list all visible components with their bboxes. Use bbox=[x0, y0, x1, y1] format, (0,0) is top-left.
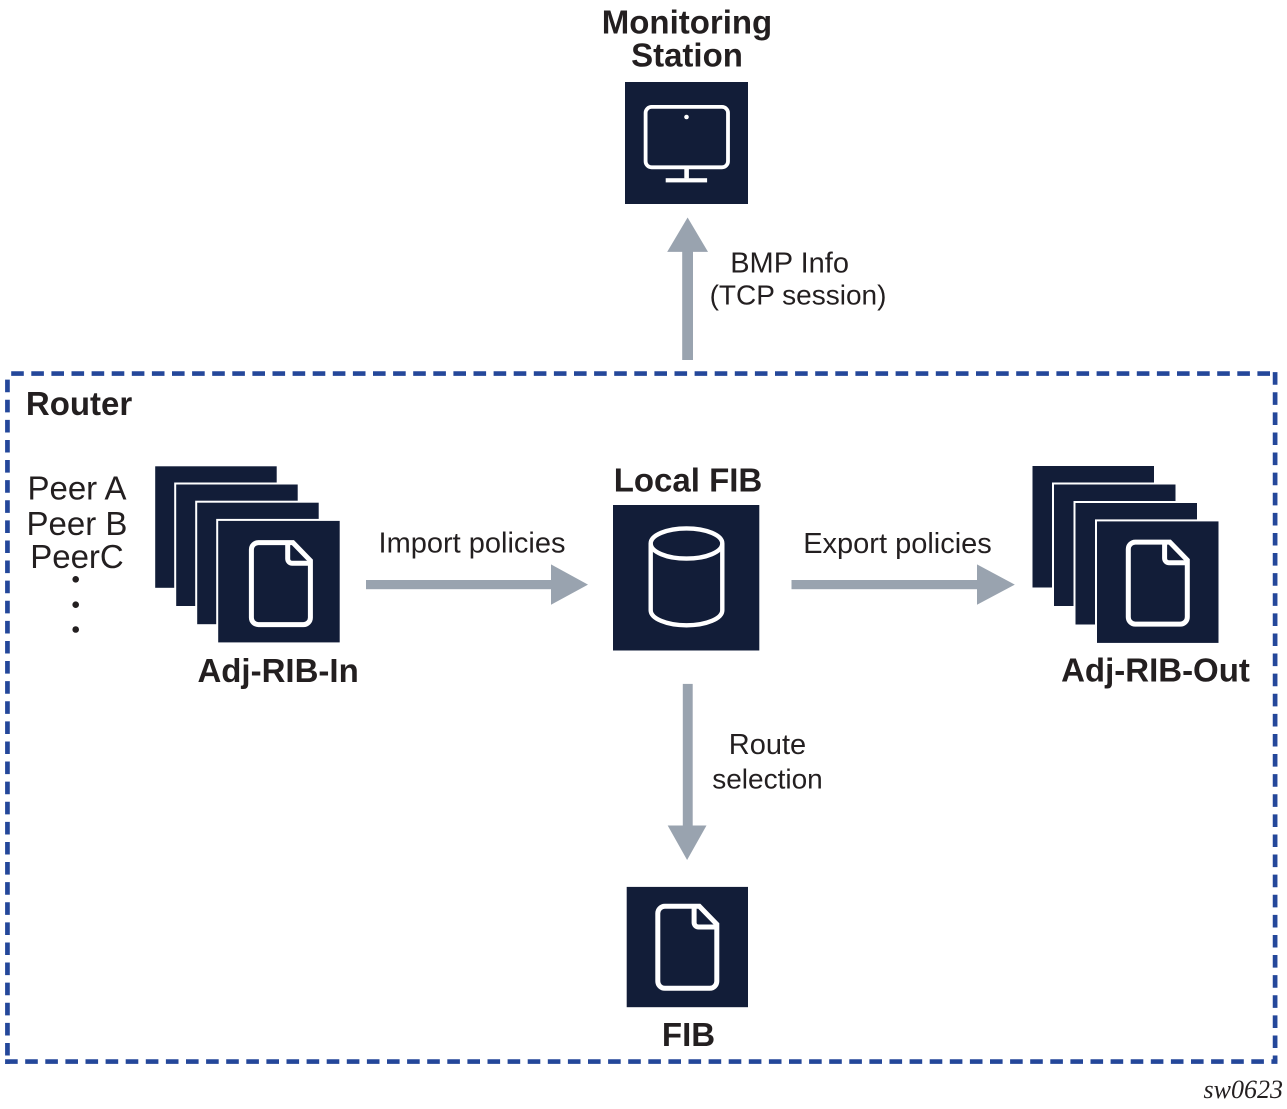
svg-text:selection: selection bbox=[712, 763, 823, 794]
svg-text:Station: Station bbox=[631, 37, 743, 74]
svg-text:PeerC: PeerC bbox=[30, 538, 124, 575]
svg-text:Export policies: Export policies bbox=[803, 528, 992, 560]
svg-text:FIB: FIB bbox=[662, 1016, 715, 1053]
svg-text:(TCP session): (TCP session) bbox=[710, 280, 887, 311]
svg-text:sw0623: sw0623 bbox=[1204, 1075, 1283, 1104]
svg-text:Monitoring: Monitoring bbox=[602, 3, 772, 40]
svg-text:Route: Route bbox=[729, 729, 806, 761]
svg-text:Import policies: Import policies bbox=[379, 528, 566, 560]
svg-text:Adj-RIB-Out: Adj-RIB-Out bbox=[1061, 652, 1250, 689]
svg-text:BMP Info: BMP Info bbox=[730, 247, 849, 279]
svg-text:Adj-RIB-In: Adj-RIB-In bbox=[197, 652, 358, 689]
svg-text:Router: Router bbox=[26, 385, 132, 422]
svg-text:Peer A: Peer A bbox=[27, 470, 126, 507]
svg-text:Local FIB: Local FIB bbox=[614, 462, 763, 499]
svg-text:Peer B: Peer B bbox=[27, 505, 128, 542]
